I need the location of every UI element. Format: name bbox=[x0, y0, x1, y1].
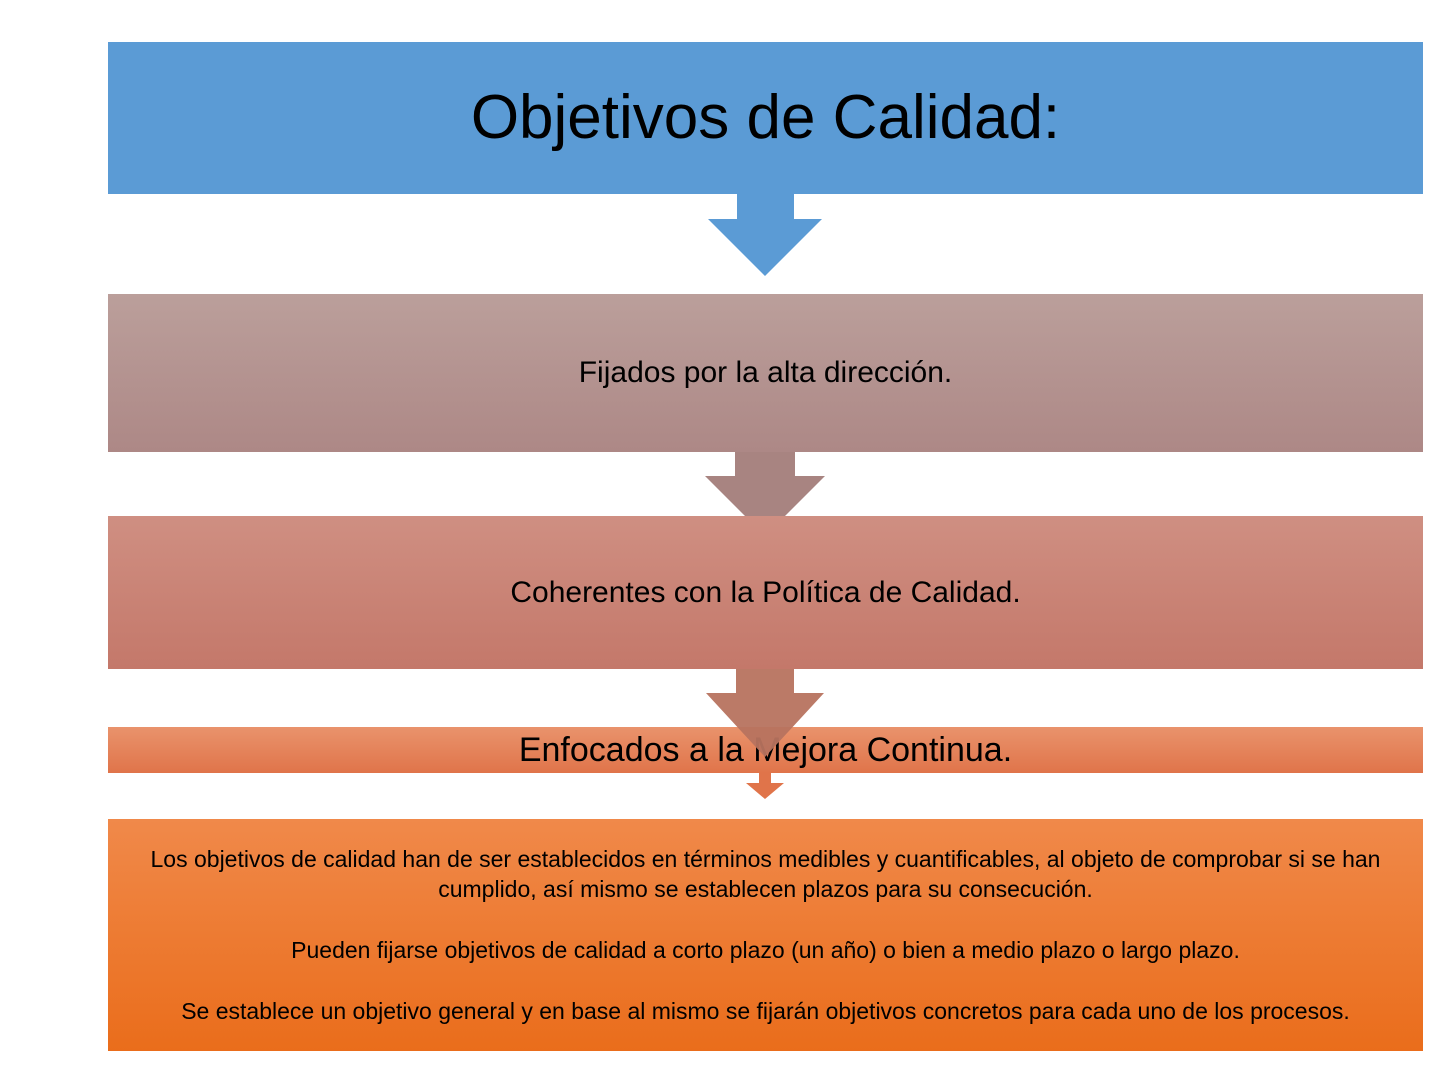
diagram-title: Objetivos de Calidad: bbox=[470, 83, 1061, 152]
detail-paragraph-3: Se establece un objetivo general y en ba… bbox=[181, 998, 1350, 1024]
step-box-2: Coherentes con la Política de Calidad. bbox=[108, 516, 1423, 669]
arrow-down-2 bbox=[705, 452, 825, 536]
details-box: Los objetivos de calidad han de ser esta… bbox=[108, 819, 1423, 1051]
arrow-down-3 bbox=[706, 669, 824, 757]
arrow-down-1 bbox=[708, 194, 822, 276]
arrow-down-4 bbox=[746, 773, 784, 799]
step-label-1: Fijados por la alta dirección. bbox=[578, 356, 953, 389]
step-label-2: Coherentes con la Política de Calidad. bbox=[510, 575, 1021, 609]
detail-paragraph-1: Los objetivos de calidad han de ser esta… bbox=[150, 846, 1381, 902]
detail-paragraph-2: Pueden fijarse objetivos de calidad a co… bbox=[291, 937, 1240, 963]
step-box-1: Fijados por la alta dirección. bbox=[108, 294, 1423, 452]
title-box: Objetivos de Calidad: bbox=[108, 42, 1423, 194]
